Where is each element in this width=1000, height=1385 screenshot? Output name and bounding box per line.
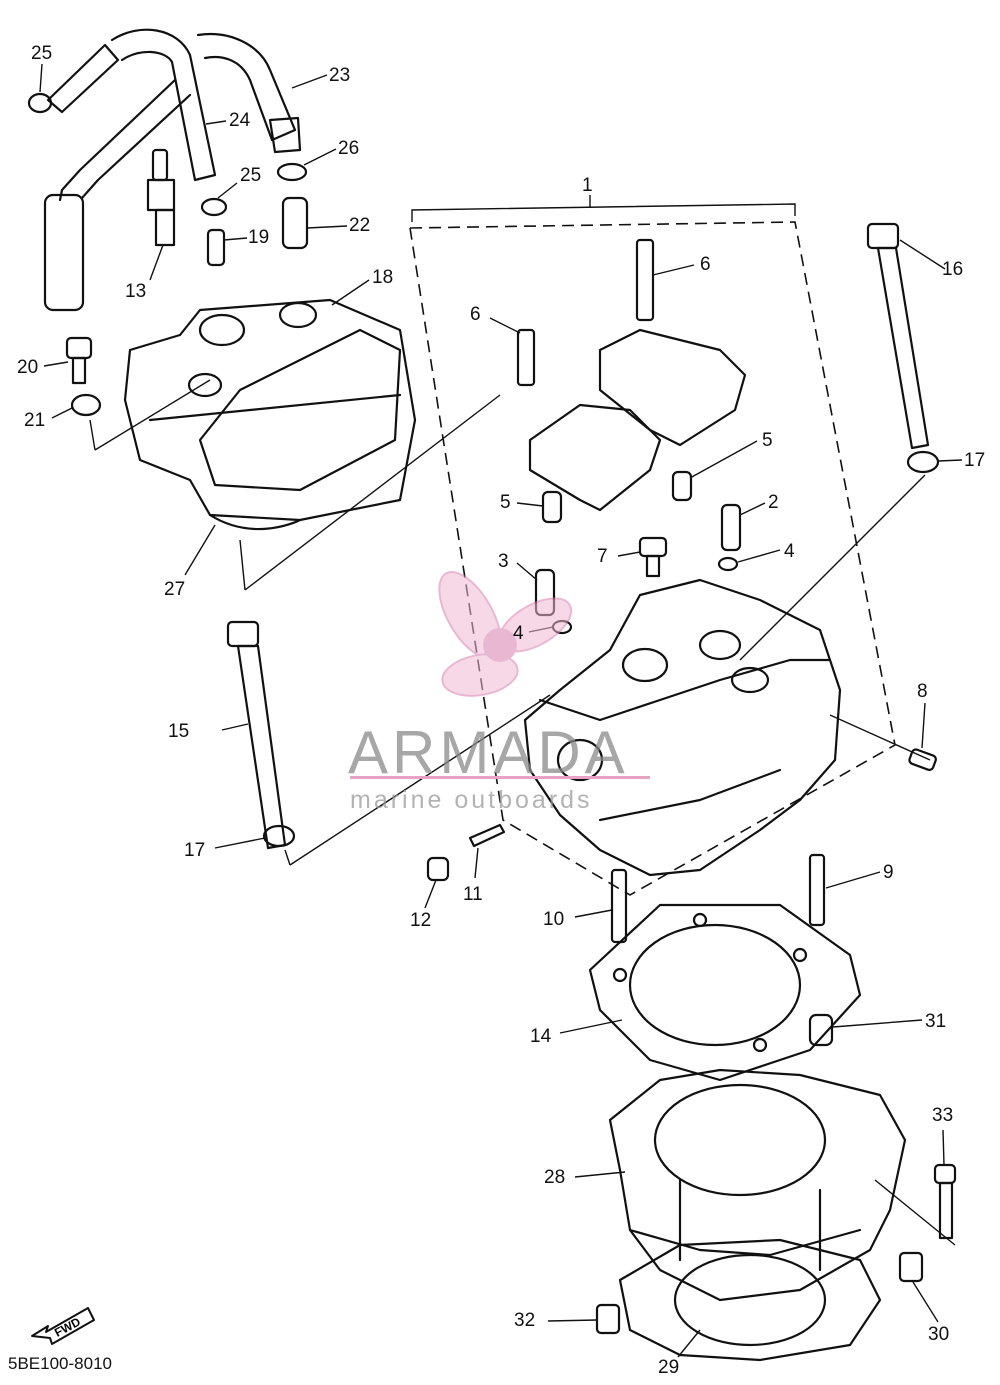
- callout-label: 13: [125, 281, 147, 302]
- watermark-logo: [438, 571, 573, 697]
- watermark-brand: ARMADA: [348, 719, 629, 786]
- callout-label: 31: [925, 1011, 947, 1032]
- cylinder-head: [426, 578, 842, 882]
- callout-label: 23: [329, 65, 351, 86]
- callout-label: 14: [530, 1026, 552, 1047]
- breather-hose-assembly: [43, 28, 302, 312]
- callout-label: 2: [768, 492, 779, 513]
- callout-label: 18: [372, 267, 394, 288]
- callout-label: 22: [349, 215, 371, 236]
- leader-lines: [39, 63, 963, 1358]
- watermark-underline: [350, 776, 650, 779]
- callout-label: 27: [164, 579, 186, 600]
- cover-bolt-and-washer: [65, 336, 102, 417]
- callout-label: 8: [917, 681, 928, 702]
- base-gasket: [618, 1238, 882, 1362]
- callout-label: 15: [168, 721, 190, 742]
- callout-label: 19: [248, 227, 270, 248]
- head-gasket: [588, 903, 862, 1082]
- diagram-code: 5BE100-8010: [8, 1354, 112, 1373]
- callout-label: 29: [658, 1357, 680, 1378]
- callout-label: 17: [964, 450, 986, 471]
- spark-plug-and-fittings: [146, 148, 309, 267]
- cylinder-block: [608, 1068, 957, 1302]
- assembly-boundary: [409, 195, 896, 896]
- callout-label: 11: [463, 884, 483, 905]
- base-bolts: [595, 1251, 924, 1335]
- callout-label: 10: [543, 909, 565, 930]
- callout-label: 21: [24, 410, 46, 431]
- callout-label: 30: [928, 1324, 950, 1345]
- callout-label: 6: [470, 304, 481, 325]
- callout-label: 25: [240, 165, 262, 186]
- assembly-guide-lines: [89, 379, 956, 1246]
- callout-label: 20: [17, 357, 39, 378]
- callout-label: 3: [498, 551, 509, 572]
- dowel-pin: [808, 1013, 834, 1047]
- callout-label: 5: [500, 492, 511, 513]
- callout-label: 7: [597, 546, 608, 567]
- callout-label: 28: [544, 1167, 566, 1188]
- callout-label: 12: [410, 910, 432, 931]
- camshaft-caps: [516, 238, 747, 524]
- callout-label: 6: [700, 254, 711, 275]
- callout-label: 1: [582, 175, 593, 196]
- callout-label: 5: [762, 430, 773, 451]
- callout-label: 16: [942, 259, 964, 280]
- watermark-tagline: marine outboards: [350, 786, 593, 814]
- callout-label: 25: [31, 43, 53, 64]
- forward-arrow-icon: FWD: [31, 1307, 95, 1345]
- callout-label: 4: [513, 623, 524, 644]
- callout-label: 9: [883, 862, 894, 883]
- cylinder-head-cover: [123, 298, 417, 531]
- callout-label: 26: [338, 138, 360, 159]
- callout-label: 17: [184, 840, 206, 861]
- studs: [610, 853, 826, 944]
- hose-clips: [27, 92, 308, 217]
- callout-label: 32: [514, 1310, 536, 1331]
- callout-label: 4: [784, 541, 795, 562]
- long-bolts-and-washers: [226, 222, 940, 850]
- callout-label: 33: [932, 1105, 954, 1126]
- callout-label: 24: [229, 110, 251, 131]
